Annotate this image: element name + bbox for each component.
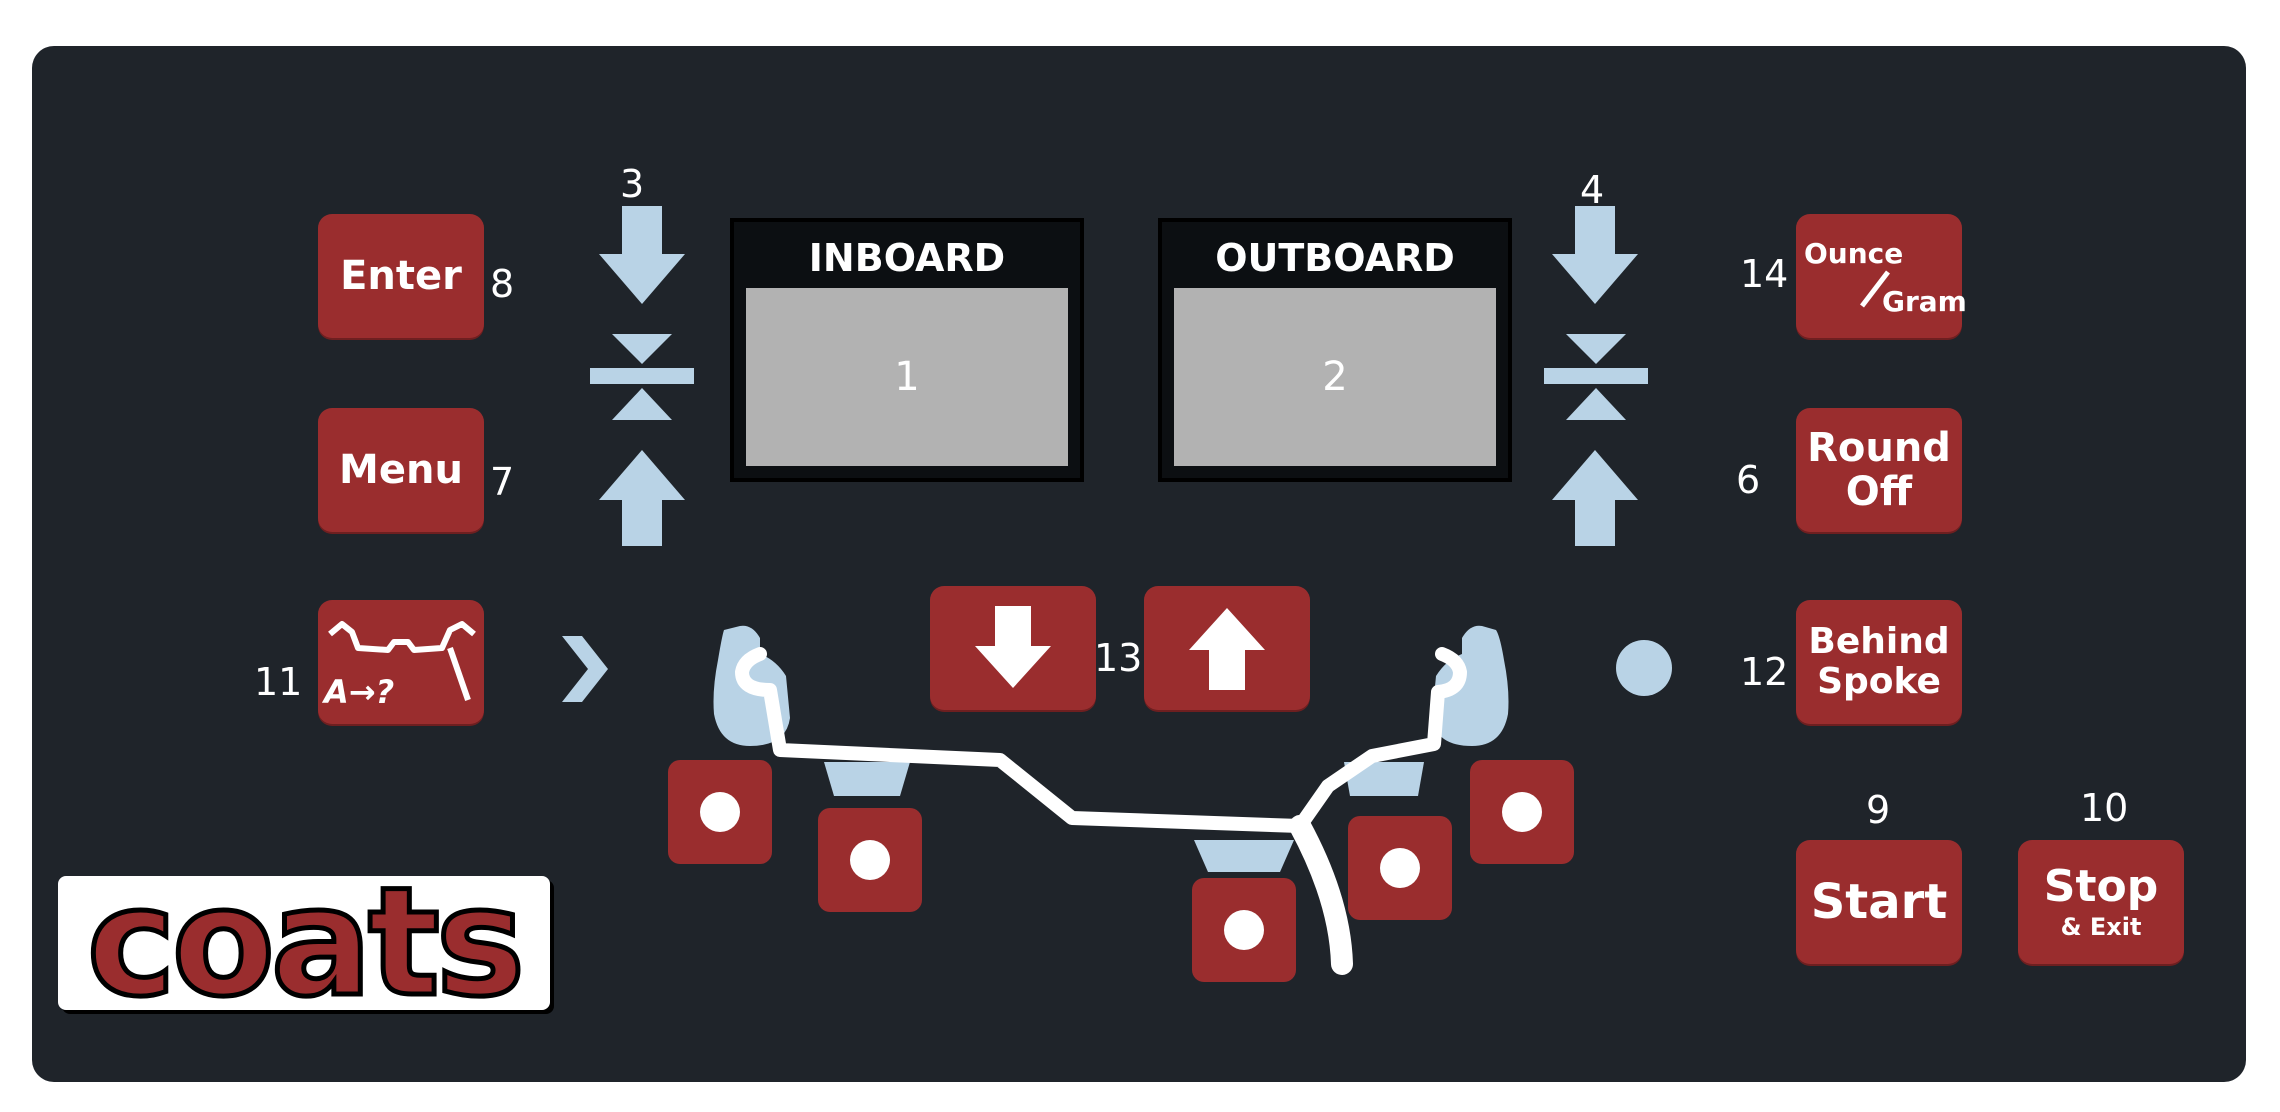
down-button[interactable]: [930, 586, 1096, 710]
start-button[interactable]: Start: [1796, 840, 1962, 964]
menu-number: 7: [490, 460, 515, 504]
menu-button[interactable]: Menu: [318, 408, 484, 532]
left-up-arrow-icon[interactable]: [597, 448, 687, 548]
wheel-profile-button[interactable]: A→?: [318, 600, 484, 724]
right-arrows-number: 4: [1580, 168, 1605, 212]
right-down-arrow-icon[interactable]: [1550, 206, 1640, 306]
weight-position-5[interactable]: [1470, 760, 1574, 864]
wheel-profile-icon: [328, 621, 476, 701]
exit-label: & Exit: [2060, 913, 2142, 941]
chevron-right-icon: [562, 636, 608, 702]
enter-button[interactable]: Enter: [318, 214, 484, 338]
profile-number: 11: [254, 660, 303, 704]
down-arrow-icon: [975, 606, 1051, 688]
outboard-screen: 2: [1174, 288, 1496, 466]
spoke-label: Spoke: [1817, 661, 1941, 702]
logo-text: coats: [84, 856, 527, 1030]
round-label: Round: [1807, 425, 1951, 471]
inboard-label: INBOARD: [808, 236, 1006, 280]
menu-label: Menu: [339, 447, 463, 493]
indicator-dot: [1616, 640, 1672, 696]
up-button[interactable]: [1144, 586, 1310, 710]
behind-spoke-button[interactable]: Behind Spoke: [1796, 600, 1962, 724]
weight-position-4[interactable]: [1348, 816, 1452, 920]
stop-exit-button[interactable]: Stop & Exit: [2018, 840, 2184, 964]
start-label: Start: [1810, 874, 1948, 930]
left-down-arrow-icon[interactable]: [597, 206, 687, 306]
wheel-profile-label: A→?: [324, 673, 395, 711]
ounce-gram-button[interactable]: Ounce Gram: [1796, 214, 1967, 338]
inboard-screen: 1: [746, 288, 1068, 466]
outboard-display: OUTBOARD 2: [1158, 218, 1512, 482]
right-up-arrow-icon[interactable]: [1550, 448, 1640, 548]
weight-position-1[interactable]: [668, 760, 772, 864]
round-off-number: 6: [1736, 458, 1761, 502]
inboard-display: INBOARD 1: [730, 218, 1084, 482]
behind-spoke-number: 12: [1740, 650, 1789, 694]
enter-label: Enter: [340, 253, 462, 299]
up-arrow-icon: [1189, 608, 1265, 690]
slash-icon: [1860, 270, 1890, 308]
start-number: 9: [1866, 788, 1891, 832]
left-arrows-number: 3: [620, 162, 645, 206]
outboard-label: OUTBOARD: [1215, 236, 1455, 280]
right-center-marker-icon: [1544, 334, 1648, 420]
round-off-button[interactable]: Round Off: [1796, 408, 1962, 532]
gram-label: Gram: [1882, 285, 1967, 318]
behind-label: Behind: [1808, 621, 1950, 662]
stop-label: Stop: [2043, 861, 2159, 912]
coats-logo: coats: [58, 856, 550, 1030]
ounce-label: Ounce: [1804, 237, 1904, 270]
weight-position-3[interactable]: [1192, 878, 1296, 982]
down-up-number: 13: [1094, 636, 1143, 680]
off-label: Off: [1845, 469, 1913, 515]
stop-number: 10: [2080, 786, 2129, 830]
enter-number: 8: [490, 262, 515, 306]
weight-position-2[interactable]: [818, 808, 922, 912]
left-center-marker-icon: [590, 334, 694, 420]
ounce-gram-number: 14: [1740, 252, 1789, 296]
